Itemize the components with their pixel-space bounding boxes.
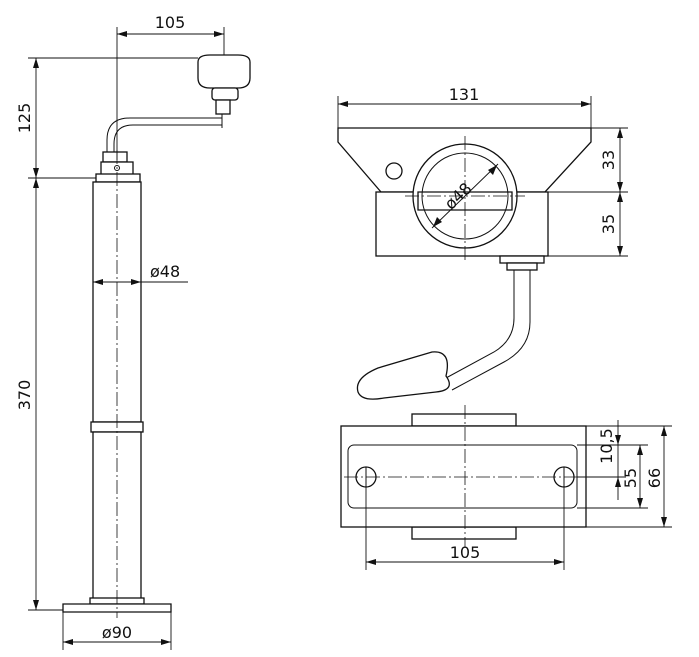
dim-crank-offset: 105	[155, 13, 186, 32]
dim-clamp-lower: 35	[599, 214, 618, 234]
dim-tube-length: 370	[15, 380, 34, 411]
dim-clamp-width: 131	[449, 85, 480, 104]
plate-slot	[347, 444, 578, 509]
dim-slot-height: 55	[621, 468, 640, 488]
knob-collar	[215, 99, 231, 115]
bolt-hole	[385, 162, 403, 180]
base-plate-top-view: 105 10,5 55 66	[340, 405, 672, 570]
dim-total-height: 66	[645, 468, 664, 488]
dim-hole-spacing: 105	[450, 543, 481, 562]
dim-inner-offset: 10,5	[597, 428, 616, 464]
dim-clamp-upper: 33	[599, 150, 618, 170]
clamp-handle-arm	[445, 270, 531, 391]
plate-tab-bottom	[411, 526, 517, 540]
crank-arm	[106, 117, 222, 158]
plate-tab-top	[411, 413, 517, 427]
dim-foot-diameter: ø90	[102, 623, 132, 642]
dim-crank-height: 125	[15, 103, 34, 134]
clamp-handle-grip	[356, 351, 450, 400]
jack-side-view: 105 125 370 ø48 ø90	[15, 13, 251, 650]
base-plate	[340, 425, 587, 528]
crank-knob	[197, 54, 251, 89]
knob-neck	[211, 87, 239, 101]
clamp-front-view: ø48 131 33 35	[337, 85, 628, 400]
clamp-stem	[499, 255, 545, 264]
dim-tube-diameter: ø48	[150, 262, 180, 281]
tube-cap	[95, 173, 141, 183]
crank-hub	[102, 151, 128, 163]
